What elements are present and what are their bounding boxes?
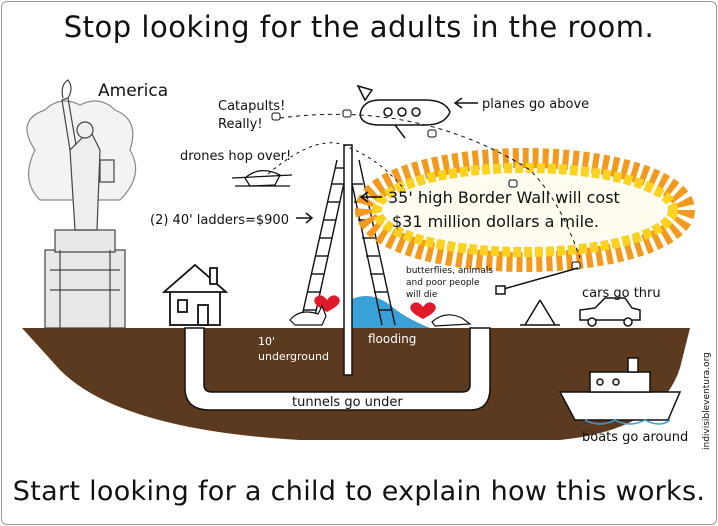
label-flooding: flooding	[368, 332, 416, 346]
projectiles	[271, 109, 581, 270]
boat	[558, 357, 682, 425]
animals	[289, 304, 472, 327]
drone	[231, 170, 293, 187]
label-butterflies-2: and poor people	[406, 278, 480, 288]
house	[161, 263, 229, 326]
heart-left	[314, 295, 340, 312]
label-butterflies-3: will die	[406, 290, 438, 300]
label-wall-cost-2: $31 million dollars a mile.	[392, 212, 599, 231]
cost-bubble	[387, 176, 663, 244]
label-drones: drones hop over!	[180, 149, 291, 164]
catapult	[495, 267, 579, 326]
label-catapults-1: Catapults!	[218, 99, 285, 114]
tunnel	[184, 327, 491, 411]
drone-hop-path	[267, 142, 406, 191]
label-underground-2: underground	[258, 350, 329, 363]
label-underground-1: 10'	[258, 335, 275, 348]
label-wall-cost-1: 35' high Border Wall will cost	[388, 188, 620, 207]
label-butterflies-1: butterflies, animals	[406, 266, 493, 276]
heart-right	[410, 302, 436, 319]
border-wall	[343, 144, 353, 376]
comic-title: Stop looking for the adults in the room.	[63, 10, 655, 44]
statue-of-liberty	[26, 79, 137, 329]
label-cars: cars go thru	[582, 286, 661, 301]
label-catapults-2: Really!	[218, 117, 263, 132]
flooding-water	[350, 296, 430, 328]
label-planes: planes go above	[482, 97, 589, 112]
ladders-arrow	[296, 212, 314, 224]
label-tunnels: tunnels go under	[292, 395, 403, 410]
label-america: America	[98, 81, 168, 101]
wall-cost-arrow	[359, 191, 382, 203]
cost-glow-outer	[355, 148, 695, 272]
label-boats: boats go around	[582, 430, 688, 445]
label-ladders: (2) 40' ladders=$900	[150, 213, 289, 228]
plane-arrow	[453, 97, 478, 109]
airplane	[356, 84, 451, 139]
car	[579, 297, 641, 327]
credit-url: indivisibleventura.org	[702, 352, 712, 450]
cost-glow-inner	[372, 163, 678, 257]
bottom-caption: Start looking for a child to explain how…	[12, 476, 706, 507]
